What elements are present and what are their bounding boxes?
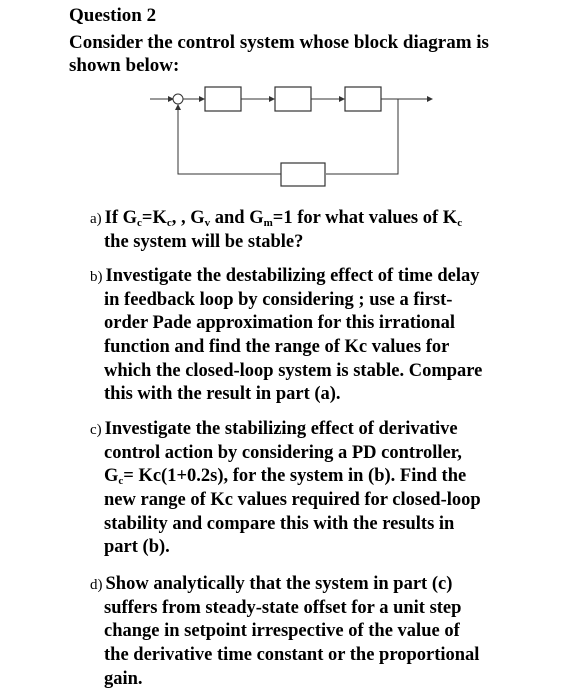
block-diagram xyxy=(150,86,433,187)
question-part-b: b)Investigate the destabilizing effect o… xyxy=(90,265,560,407)
part-d-line-4: the derivative time constant or the prop… xyxy=(104,645,480,666)
part-c-line-6: part (b). xyxy=(104,537,170,558)
part-b-line-4: function and find the range of Kc values… xyxy=(104,337,450,358)
part-a-label: a) xyxy=(90,211,102,227)
part-c-line-2: control action by considering a PD contr… xyxy=(104,442,462,463)
intro-line-2: shown below: xyxy=(69,55,180,76)
intro-line-1: Consider the control system whose block … xyxy=(69,32,489,53)
part-a-line-2: the system will be stable? xyxy=(104,231,304,252)
part-b-line-3: order Pade approximation for this irrati… xyxy=(104,313,455,334)
feedback-path-out xyxy=(326,99,399,175)
feedback-path-return xyxy=(175,104,281,175)
valve-block xyxy=(274,86,312,112)
part-c-line-5: stability and compare this with the resu… xyxy=(104,513,455,534)
part-d-line-5: gain. xyxy=(104,668,143,689)
part-c-line-4: new range of Kc values required for clos… xyxy=(104,490,481,511)
question-part-a: a)If Gc=Kc, , Gv and Gm=1 for what value… xyxy=(90,207,560,254)
part-c-line-1: c)Investigate the stabilizing effect of … xyxy=(90,419,458,439)
process-block xyxy=(344,86,382,112)
part-d-label: d) xyxy=(90,577,103,593)
summing-junction xyxy=(172,93,184,105)
part-b-line-2: in feedback loop by considering ; use a … xyxy=(104,289,453,310)
part-a-line-1: a)If Gc=Kc, , Gv and Gm=1 for what value… xyxy=(90,207,560,231)
question-part-c: c)Investigate the stabilizing effect of … xyxy=(90,418,560,560)
question-part-d: d)Show analytically that the system in p… xyxy=(90,573,560,691)
measurement-block xyxy=(280,162,326,187)
part-b-line-6: this with the result in part (a). xyxy=(104,384,341,405)
part-a-text: If Gc=Kc, , Gv and Gm=1 for what values … xyxy=(104,208,463,229)
part-b-line-5: which the closed-loop system is stable. … xyxy=(104,360,483,381)
part-d-line-2: suffers from steady-state offset for a u… xyxy=(104,597,462,618)
part-d-line-1: d)Show analytically that the system in p… xyxy=(90,574,453,594)
part-b-line-1: b)Investigate the destabilizing effect o… xyxy=(90,266,480,286)
part-c-line-3: Gc= Kc(1+0.2s), for the system in (b). F… xyxy=(104,466,467,488)
part-b-label: b) xyxy=(90,269,103,285)
controller-block xyxy=(204,86,242,112)
part-c-label: c) xyxy=(90,422,102,438)
question-title: Question 2 xyxy=(69,5,157,26)
part-d-line-3: change in setpoint irrespective of the v… xyxy=(104,621,460,642)
